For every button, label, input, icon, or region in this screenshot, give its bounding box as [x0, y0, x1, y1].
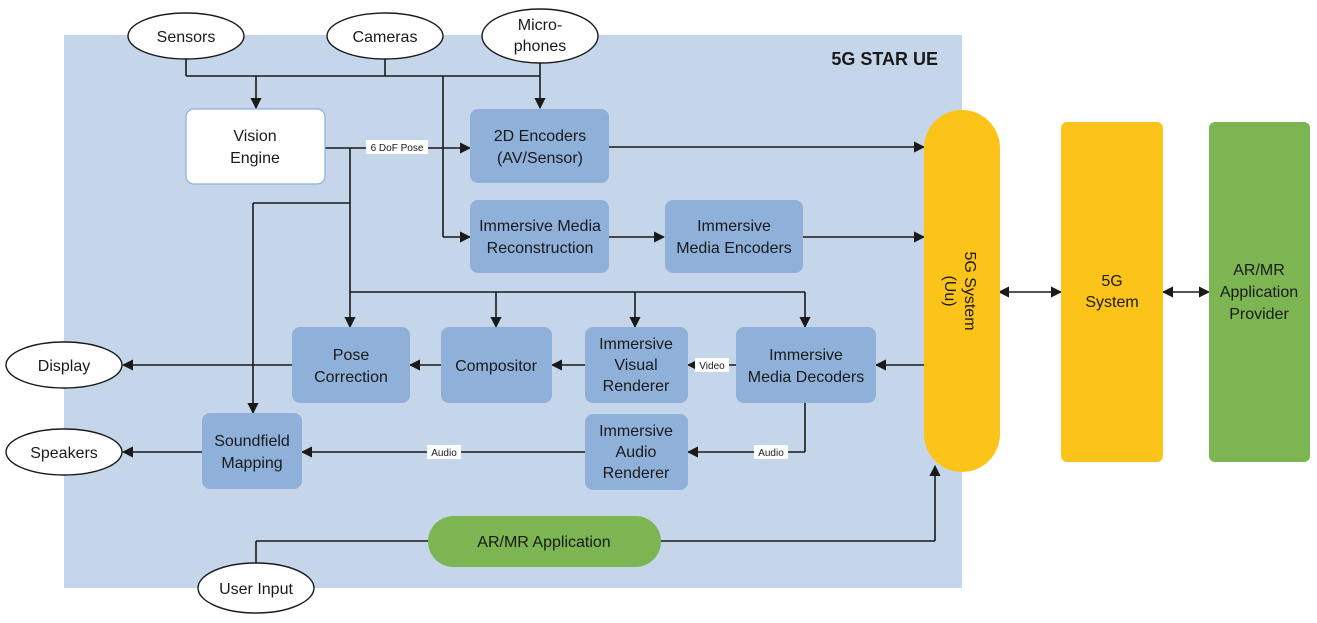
label-audio-left: Audio	[431, 448, 457, 459]
svg-text:Micro-: Micro-	[518, 17, 562, 34]
media-reconstruction-block: Immersive Media Reconstruction	[470, 200, 609, 273]
svg-text:Compositor: Compositor	[455, 358, 537, 375]
display-node: Display	[5, 341, 123, 389]
sensors-node: Sensors	[127, 12, 245, 60]
svg-text:Audio: Audio	[616, 444, 657, 461]
vision-engine-block: Vision Engine	[185, 108, 326, 185]
svg-text:2D Encoders: 2D Encoders	[494, 128, 587, 145]
pose-correction-block: Pose Correction	[292, 327, 410, 403]
speakers-node: Speakers	[5, 428, 123, 476]
ar-mr-application-block: AR/MR Application	[428, 516, 661, 567]
svg-text:Pose: Pose	[333, 347, 370, 364]
svg-text:Renderer: Renderer	[603, 465, 670, 482]
5g-system-uu-block: 5G System (Uu)	[924, 110, 1000, 472]
svg-text:AR/MR: AR/MR	[1233, 262, 1285, 279]
microphones-node: Micro- phones	[481, 8, 599, 64]
svg-text:Reconstruction: Reconstruction	[487, 240, 594, 257]
svg-text:Vision: Vision	[233, 128, 276, 145]
svg-text:Cameras: Cameras	[353, 29, 418, 46]
svg-text:Correction: Correction	[314, 369, 388, 386]
svg-text:Immersive: Immersive	[599, 336, 673, 353]
svg-text:Engine: Engine	[230, 150, 280, 167]
svg-text:Mapping: Mapping	[221, 455, 282, 472]
svg-text:Media Encoders: Media Encoders	[676, 240, 792, 257]
app-provider-block: AR/MR Application Provider	[1209, 122, 1310, 462]
svg-text:Immersive: Immersive	[769, 347, 843, 364]
ue-title: 5G STAR UE	[831, 49, 938, 69]
audio-renderer-block: Immersive Audio Renderer	[585, 414, 688, 490]
label-video: Video	[699, 361, 725, 372]
label-6dof-pose: 6 DoF Pose	[371, 143, 424, 154]
svg-text:User Input: User Input	[219, 581, 293, 598]
5g-system-block: 5G System	[1061, 122, 1163, 462]
svg-text:System: System	[1085, 294, 1138, 311]
svg-text:Speakers: Speakers	[30, 445, 98, 462]
svg-text:Immersive Media: Immersive Media	[479, 218, 601, 235]
user-input-node: User Input	[197, 562, 315, 614]
svg-text:Immersive: Immersive	[697, 218, 771, 235]
compositor-block: Compositor	[441, 327, 552, 403]
media-decoders-block: Immersive Media Decoders	[736, 327, 876, 403]
svg-text:(Uu): (Uu)	[941, 275, 958, 306]
svg-text:Sensors: Sensors	[157, 29, 216, 46]
svg-text:Renderer: Renderer	[603, 378, 670, 395]
svg-text:Immersive: Immersive	[599, 423, 673, 440]
media-encoders-block: Immersive Media Encoders	[665, 200, 803, 273]
svg-text:AR/MR Application: AR/MR Application	[477, 534, 610, 551]
label-audio-right: Audio	[758, 448, 784, 459]
svg-text:Application: Application	[1220, 284, 1298, 301]
visual-renderer-block: Immersive Visual Renderer	[585, 327, 688, 403]
svg-text:5G System: 5G System	[961, 251, 978, 330]
svg-text:5G: 5G	[1101, 273, 1122, 290]
svg-text:Media Decoders: Media Decoders	[748, 369, 865, 386]
2d-encoders-block: 2D Encoders (AV/Sensor)	[470, 109, 609, 183]
svg-text:Provider: Provider	[1229, 306, 1289, 323]
svg-text:Display: Display	[38, 358, 90, 375]
svg-text:Soundfield: Soundfield	[214, 433, 290, 450]
cameras-node: Cameras	[326, 12, 444, 60]
soundfield-mapping-block: Soundfield Mapping	[202, 413, 302, 489]
svg-text:phones: phones	[514, 38, 567, 55]
svg-text:(AV/Sensor): (AV/Sensor)	[497, 150, 583, 167]
svg-text:Visual: Visual	[614, 357, 657, 374]
